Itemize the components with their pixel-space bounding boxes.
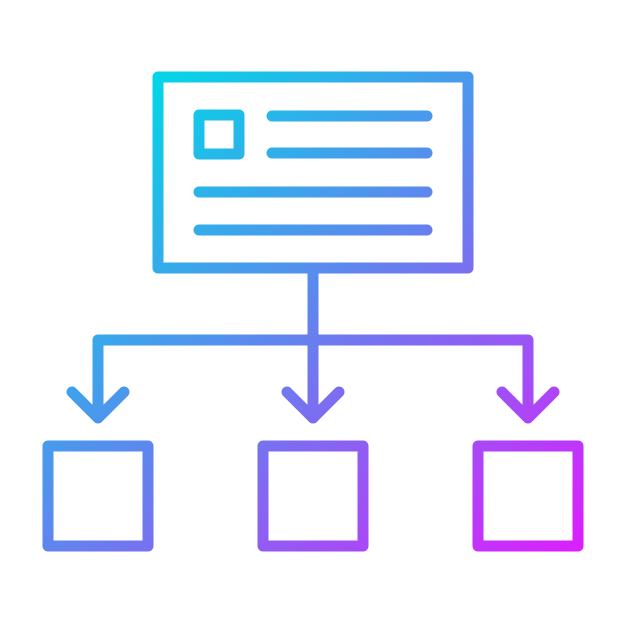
arrow-down-right-icon (496, 386, 560, 424)
arrow-down-center-icon (281, 386, 345, 424)
child-node-center (257, 440, 369, 552)
connector-lines (92, 262, 534, 418)
child-node-left (42, 440, 154, 552)
image-placeholder-icon (193, 109, 245, 160)
document-frame (152, 71, 474, 274)
arrow-down-left-icon (66, 386, 130, 424)
child-node-right (472, 440, 584, 552)
document-card (152, 71, 474, 274)
connector-branch (92, 334, 534, 418)
